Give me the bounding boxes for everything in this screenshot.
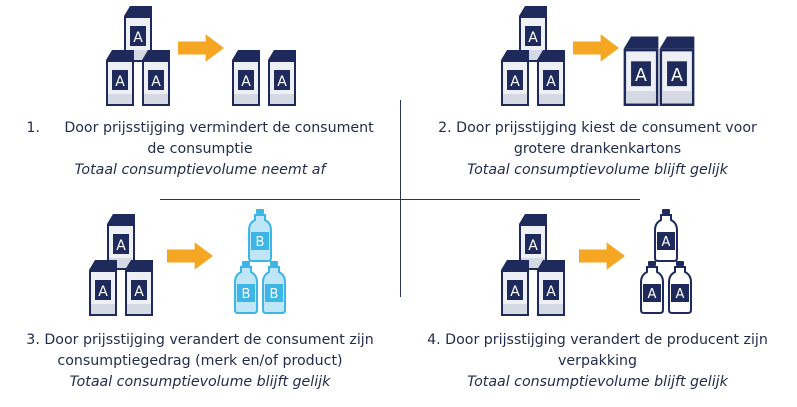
milk-carton-icon: [537, 50, 565, 106]
milk-carton-icon: [125, 260, 153, 316]
bottle-icon: [234, 260, 258, 314]
milk-carton-icon: [501, 50, 529, 106]
right-arrow-icon: [167, 242, 213, 270]
panel-4-caption: 4. Door prijsstijging verandert de produ…: [405, 330, 790, 393]
milk-carton-icon: [537, 260, 565, 316]
bottle-icon: [668, 260, 692, 314]
right-arrow-icon: [579, 242, 625, 270]
large-milk-carton-icon: [623, 36, 659, 106]
panel-1-illustration: [106, 6, 296, 106]
horizontal-divider: [160, 199, 640, 200]
panel-3-illustration: [89, 208, 286, 316]
bottle-icon: [248, 208, 272, 262]
panel-2-line1: 2. Door prijsstijging kiest de consument…: [438, 120, 757, 136]
bottle-icon: [654, 208, 678, 262]
right-arrow-icon: [178, 34, 224, 62]
panel-3-line1: 3. Door prijsstijging verandert de consu…: [26, 332, 374, 348]
milk-carton-icon: [106, 50, 134, 106]
panel-2-caption: 2. Door prijsstijging kiest de consument…: [405, 118, 790, 181]
milk-carton-icon: [268, 50, 296, 106]
right-arrow-icon: [573, 34, 619, 62]
panel-2-line2: grotere drankenkartons: [513, 141, 682, 157]
panel-4-line2: verpakking: [557, 353, 638, 369]
panel-3-line2: consumptiegedrag (merk en/of product): [57, 353, 343, 369]
panel-1-line1: 1.Door prijsstijging vermindert de consu…: [10, 118, 390, 139]
vertical-divider: [400, 100, 401, 297]
milk-carton-icon: [232, 50, 260, 106]
bottle-icon: [640, 260, 664, 314]
bottle-icon: [262, 260, 286, 314]
panel-4-line1: 4. Door prijsstijging verandert de produ…: [427, 332, 768, 348]
panel-3-caption: 3. Door prijsstijging verandert de consu…: [5, 330, 395, 393]
panel-4-subtitle: Totaal consumptievolume blijft gelijk: [467, 374, 728, 390]
panel-1-subtitle: Totaal consumptievolume neemt af: [74, 162, 326, 178]
milk-carton-icon: [501, 260, 529, 316]
panel-1-caption: 1.Door prijsstijging vermindert de consu…: [10, 118, 390, 181]
panel-2-subtitle: Totaal consumptievolume blijft gelijk: [467, 162, 728, 178]
panel-3-subtitle: Totaal consumptievolume blijft gelijk: [69, 374, 331, 390]
milk-carton-icon: [89, 260, 117, 316]
milk-carton-icon: [142, 50, 170, 106]
panel-1-line2: de consumptie: [147, 141, 253, 157]
panel-1-number: 1.: [26, 120, 40, 136]
panel-4-illustration: [501, 208, 692, 316]
panel-2-illustration: [501, 6, 695, 106]
large-milk-carton-icon: [659, 36, 695, 106]
